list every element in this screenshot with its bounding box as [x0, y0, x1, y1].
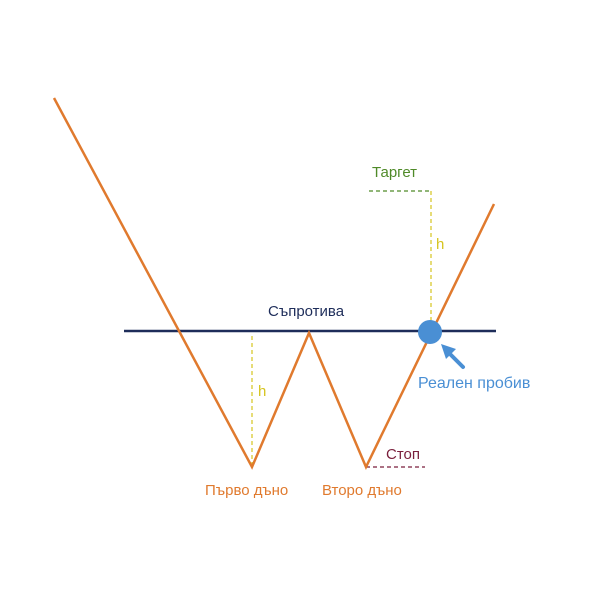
arrow-up-left-icon — [441, 344, 465, 369]
second-bottom-label: Второ дъно — [322, 482, 402, 499]
height-label-lower: h — [258, 383, 267, 400]
height-label-upper: h — [436, 236, 445, 253]
stop-label: Стоп — [386, 446, 420, 463]
breakout-label: Реален пробив — [418, 375, 531, 392]
price-path — [52, 97, 496, 471]
circle-icon — [418, 320, 442, 344]
target-label: Таргет — [372, 164, 418, 181]
first-bottom-label: Първо дъно — [205, 482, 289, 499]
resistance-label: Съпротива — [268, 303, 345, 320]
